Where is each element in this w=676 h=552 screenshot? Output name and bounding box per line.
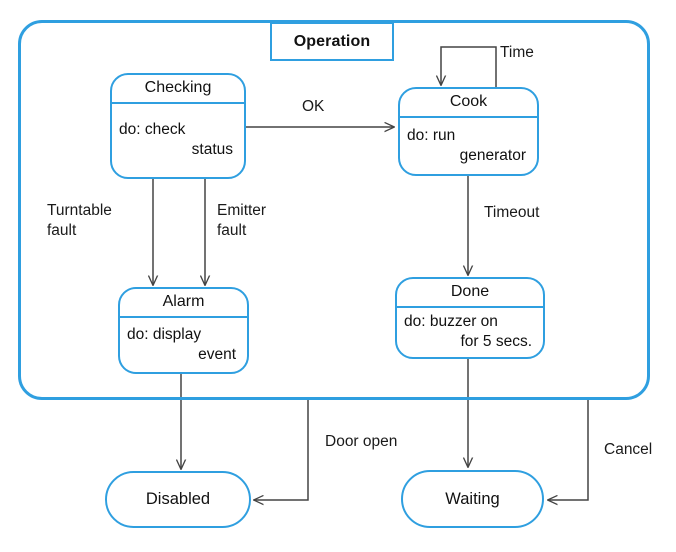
edge-door-open xyxy=(254,400,309,500)
state-cook-name: Cook xyxy=(400,89,537,119)
edge-label-timeout: Timeout xyxy=(484,204,540,221)
edge-label-cancel: Cancel xyxy=(604,441,653,458)
state-cook-activity-line1: do: run xyxy=(407,126,456,144)
state-disabled[interactable]: Disabled xyxy=(105,471,251,528)
state-checking-activity-line1: do: check xyxy=(119,121,186,139)
state-done-body: do: buzzer on for 5 secs. xyxy=(397,308,543,357)
edge-label-ok: OK xyxy=(302,98,325,115)
state-done[interactable]: Done do: buzzer on for 5 secs. xyxy=(395,277,545,359)
state-checking-name: Checking xyxy=(112,75,244,105)
composite-state-operation[interactable] xyxy=(18,20,650,400)
state-done-activity-line2: for 5 secs. xyxy=(460,333,533,351)
state-done-name: Done xyxy=(397,279,543,309)
composite-state-title-label: Operation xyxy=(293,32,371,50)
composite-state-title[interactable]: Operation xyxy=(270,22,394,61)
state-checking-body: do: check status xyxy=(112,104,244,177)
state-alarm[interactable]: Alarm do: display event xyxy=(118,287,249,374)
state-checking-activity-line2: status xyxy=(191,141,233,159)
state-cook-body: do: run generator xyxy=(400,118,537,174)
state-alarm-activity-line1: do: display xyxy=(127,325,202,343)
edge-label-door-open: Door open xyxy=(325,433,398,450)
state-alarm-body: do: display event xyxy=(120,318,247,372)
state-waiting-name: Waiting xyxy=(445,489,500,508)
edge-cancel xyxy=(548,400,589,500)
edge-label-turntable-fault: Turntable fault xyxy=(47,202,112,239)
edge-label-time: Time xyxy=(500,44,534,61)
state-cook-activity-line2: generator xyxy=(459,146,526,164)
state-waiting[interactable]: Waiting xyxy=(401,470,544,528)
state-alarm-name: Alarm xyxy=(120,289,247,319)
state-cook[interactable]: Cook do: run generator xyxy=(398,87,539,176)
state-disabled-name: Disabled xyxy=(145,490,211,509)
state-done-activity-line1: do: buzzer on xyxy=(404,313,498,331)
edge-label-emitter-fault: Emitter fault xyxy=(217,202,267,239)
state-alarm-activity-line2: event xyxy=(198,345,236,363)
state-checking[interactable]: Checking do: check status xyxy=(110,73,246,179)
